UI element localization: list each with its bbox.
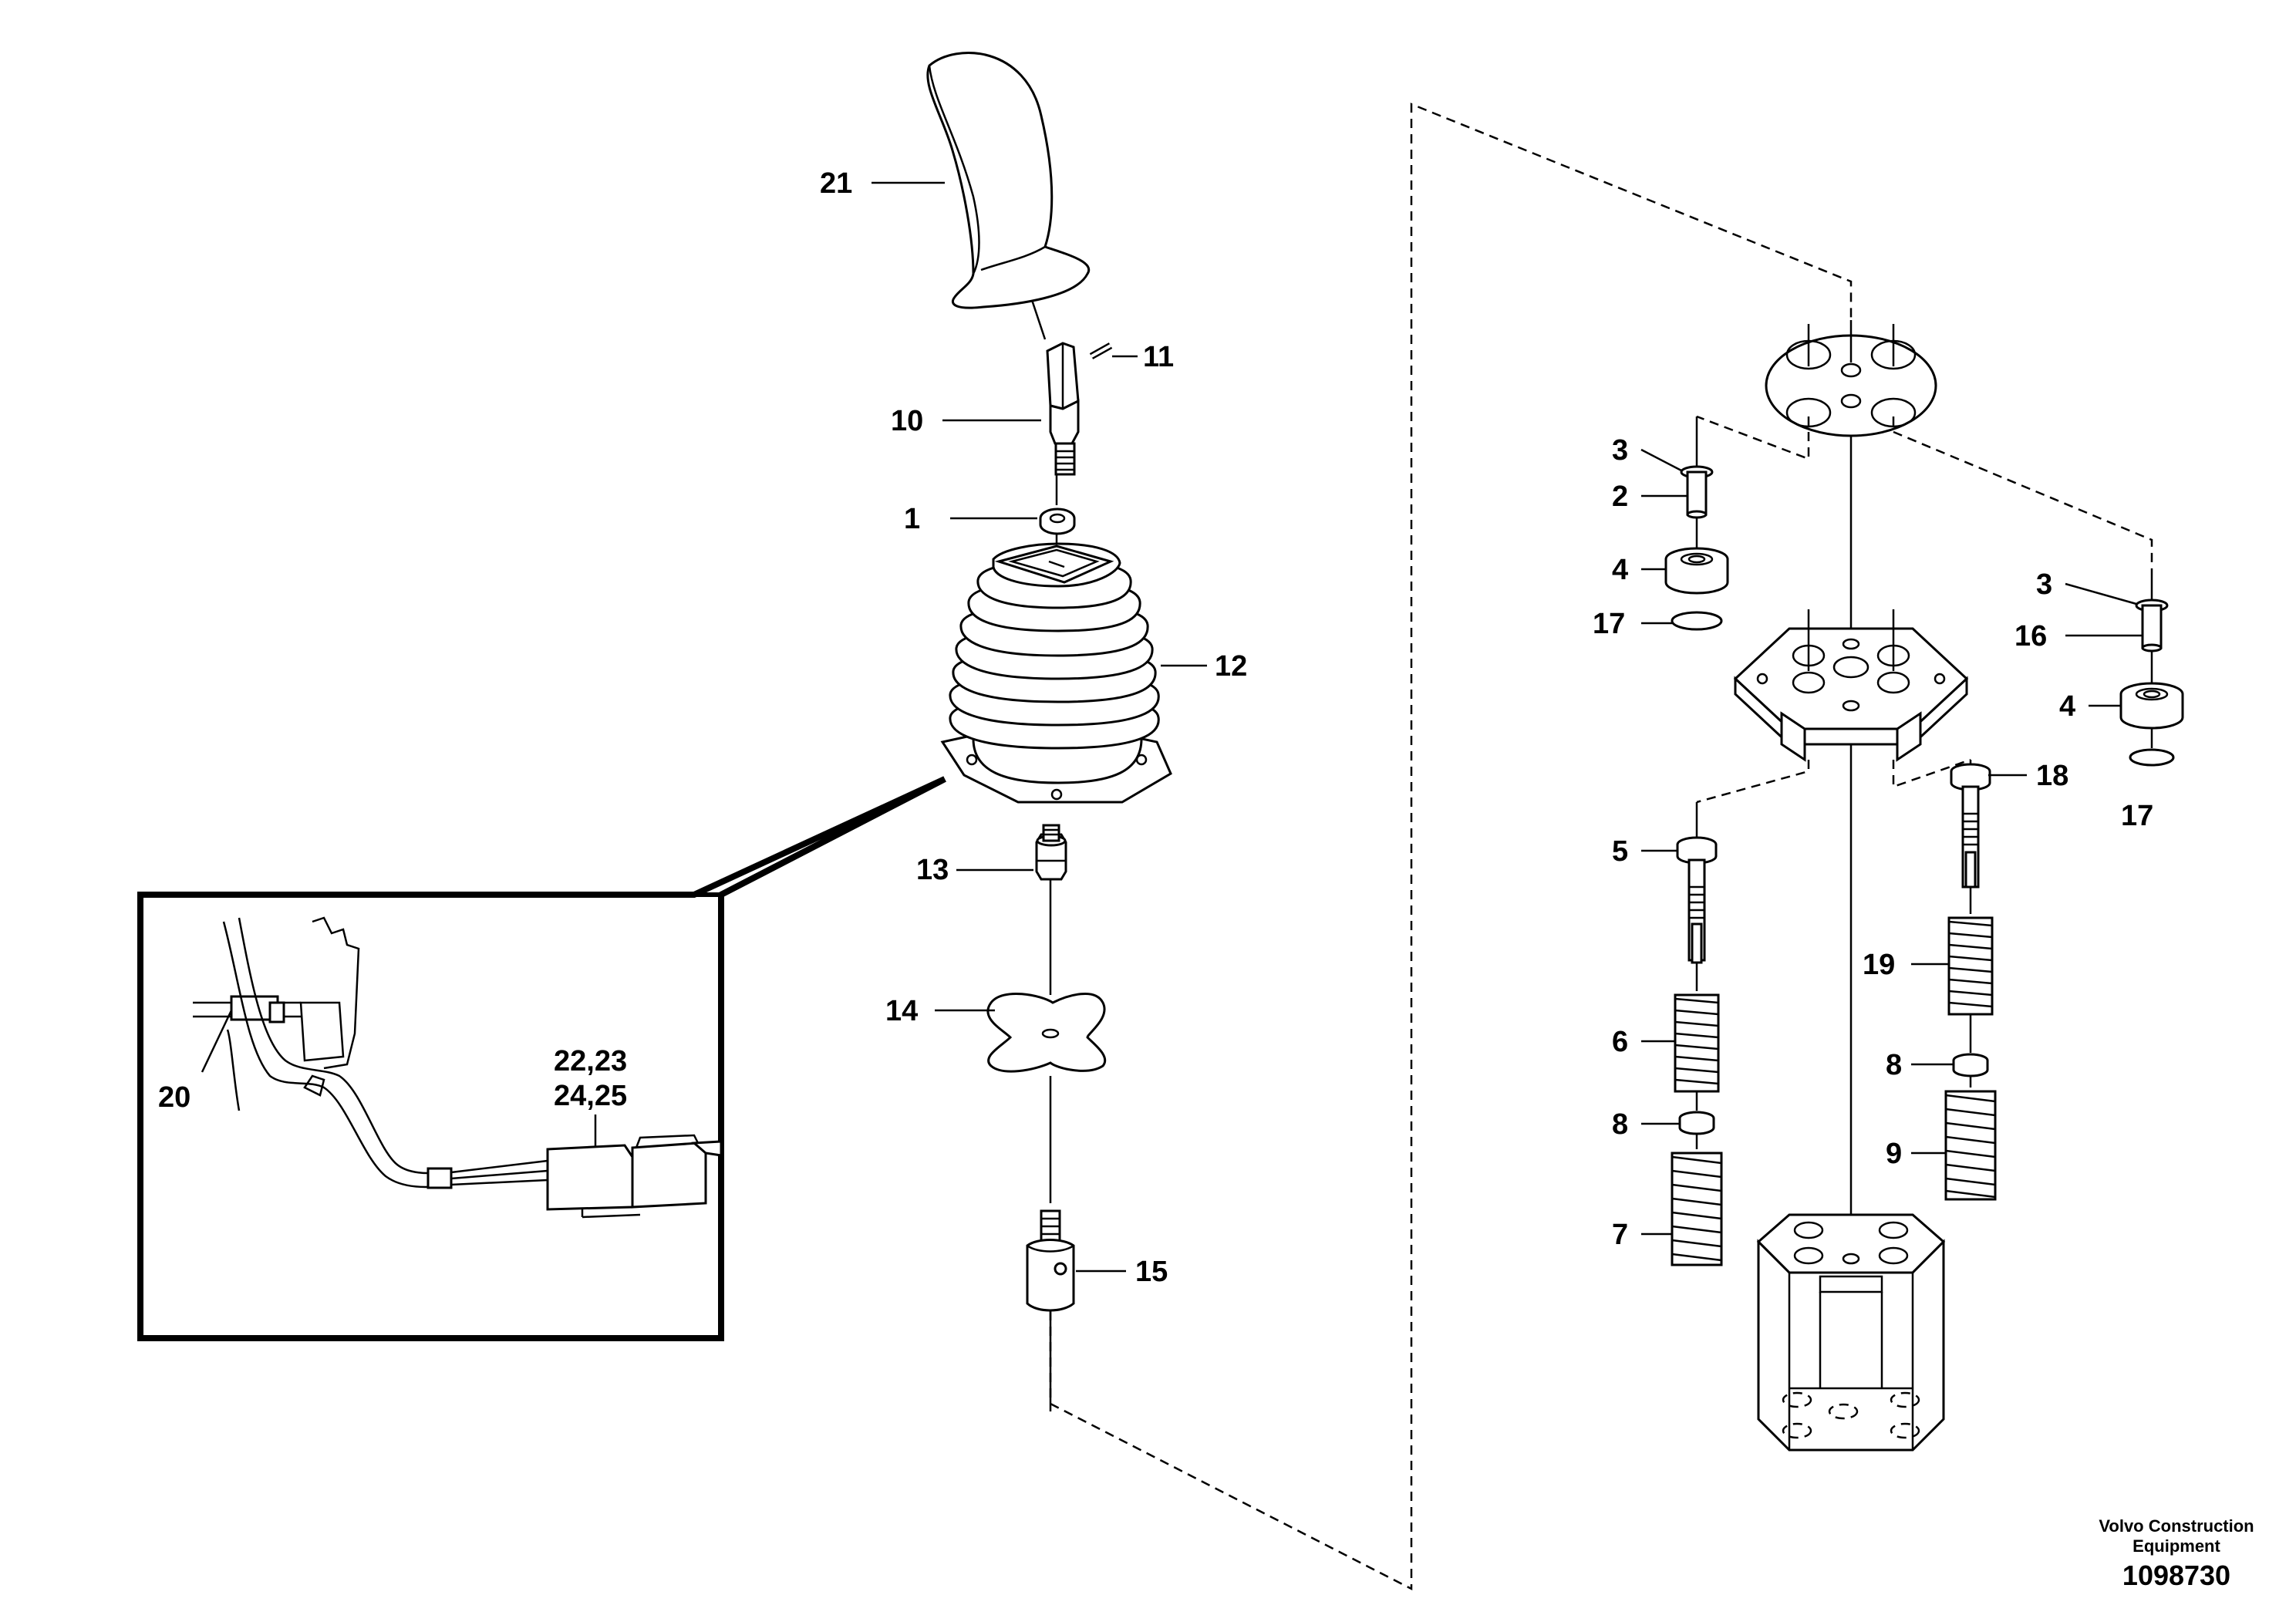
adapter-rod [1046, 342, 1080, 476]
callout-15: 15 [1135, 1256, 1168, 1288]
seal-right [2119, 682, 2184, 730]
handle-grip [926, 52, 1091, 309]
callout-3-left: 3 [1612, 434, 1628, 467]
callout-9: 9 [1886, 1138, 1902, 1170]
callout-13: 13 [916, 854, 949, 886]
callout-21: 21 [820, 167, 852, 200]
cross-plate [986, 992, 1106, 1073]
callout-3-right: 3 [2036, 568, 2052, 601]
callout-10: 10 [891, 405, 923, 437]
coupling-joint [1026, 1209, 1075, 1312]
callout-16: 16 [2014, 620, 2047, 653]
bolt-left [1676, 836, 1718, 964]
callout-7: 7 [1612, 1219, 1628, 1251]
callout-20: 20 [158, 1081, 190, 1114]
center-plate [1733, 609, 1969, 762]
callout-8-right: 8 [1886, 1049, 1902, 1081]
spacer-right [1952, 1053, 1989, 1077]
assembly-path-line [1049, 103, 1853, 1591]
callout-4-left: 4 [1612, 554, 1628, 586]
detail-inset [137, 776, 946, 1341]
drawing-number: 1098730 [2122, 1560, 2230, 1591]
top-disc-plate [1765, 320, 1937, 437]
callout-17-left: 17 [1593, 608, 1625, 640]
callout-4-right: 4 [2059, 690, 2075, 723]
leader-lines [201, 181, 2143, 1273]
callout-18: 18 [2036, 760, 2068, 792]
callout-24-25: 24,25 [554, 1080, 627, 1112]
spring-lower-left [1671, 1152, 1723, 1266]
callout-5: 5 [1612, 835, 1628, 868]
callout-12: 12 [1215, 650, 1247, 683]
company-name-line1: Volvo Construction [2099, 1516, 2254, 1536]
spring-upper-left [1674, 993, 1720, 1093]
callout-6: 6 [1612, 1026, 1628, 1058]
callout-1: 1 [904, 503, 920, 535]
callout-8-left: 8 [1612, 1108, 1628, 1141]
callout-22-23: 22,23 [554, 1045, 627, 1077]
bellows-boot [940, 542, 1172, 804]
callout-11: 11 [1143, 341, 1174, 373]
callout-14: 14 [885, 995, 918, 1027]
plunger-left [1680, 416, 1714, 549]
nut [1039, 508, 1076, 535]
callout-17-right: 17 [2121, 800, 2153, 832]
seal-left [1664, 547, 1729, 595]
washer-right [2129, 748, 2175, 767]
spring-lower-right [1944, 1090, 1997, 1201]
spring-upper-right [1947, 916, 1994, 1016]
bolt-right [1950, 763, 1991, 889]
washer-left [1671, 611, 1723, 631]
spacer-left [1678, 1111, 1715, 1135]
fitting [1035, 824, 1067, 881]
valve-body [1756, 1213, 1946, 1452]
callout-2: 2 [1612, 481, 1628, 513]
plunger-right [2135, 575, 2169, 686]
company-name-line2: Equipment [2132, 1536, 2220, 1556]
callout-19: 19 [1863, 949, 1895, 981]
